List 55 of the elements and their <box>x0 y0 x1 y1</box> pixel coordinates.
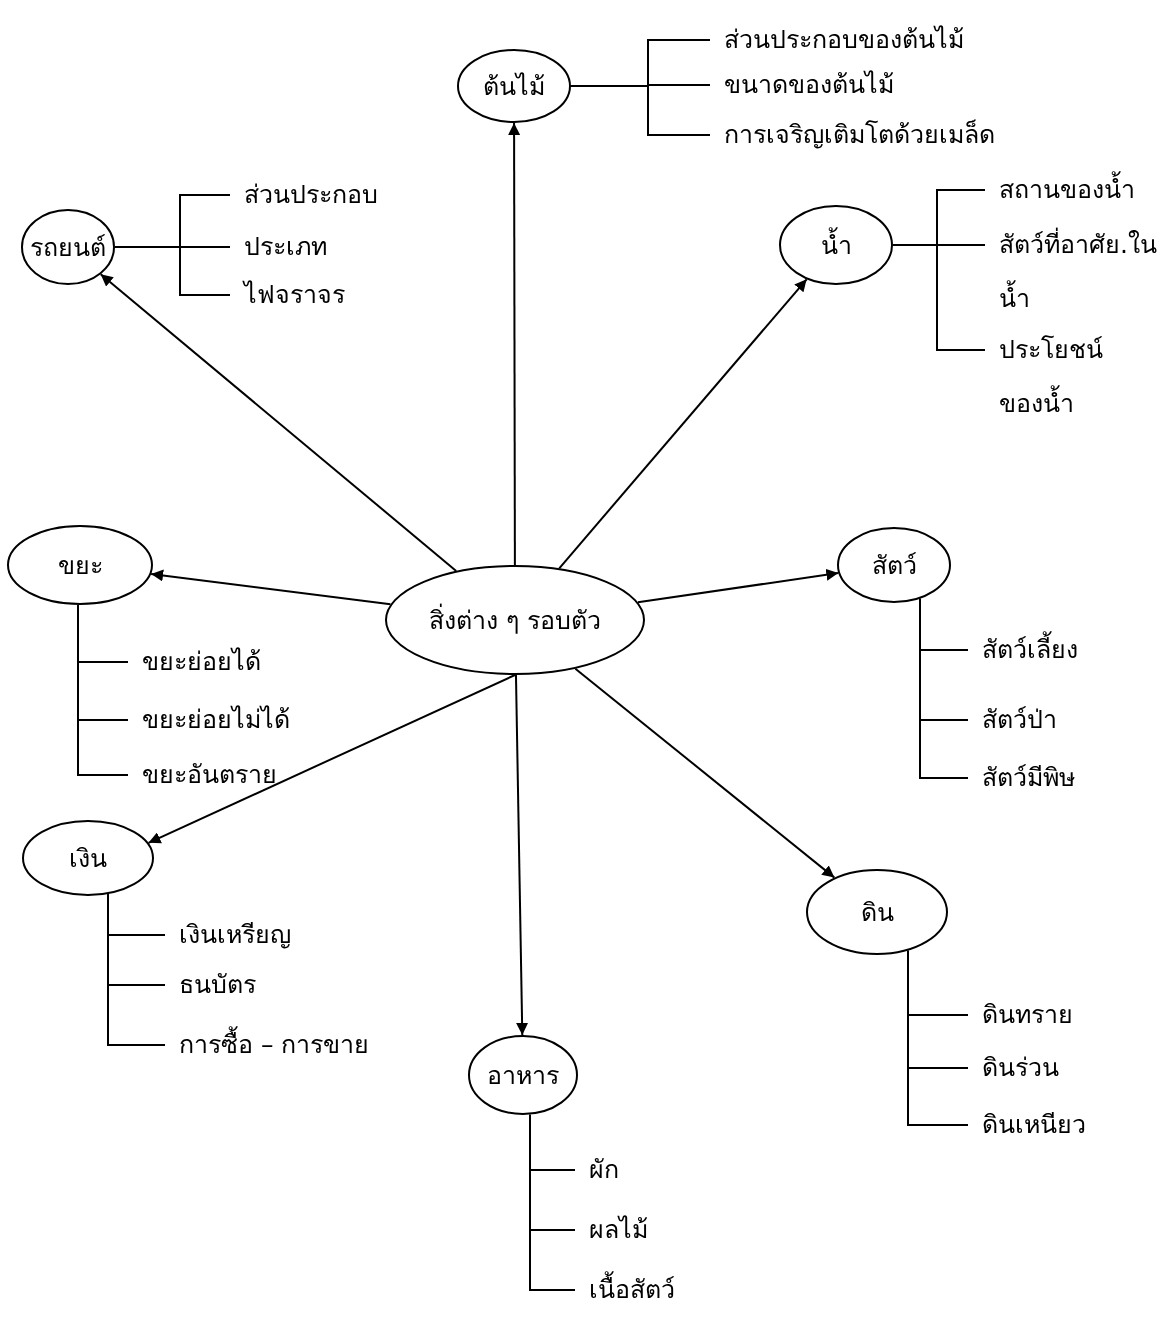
subtopic-label: การซื้อ – การขาย <box>165 1025 370 1065</box>
subtopic-label: ผัก <box>575 1150 619 1190</box>
subtopic-label: สถานของน้ำ <box>985 170 1135 210</box>
subtopic-label: สัตว์เลี้ยง <box>968 630 1078 670</box>
topic-ellipse <box>21 209 115 285</box>
subtopic-label: ไฟจราจร <box>230 275 345 315</box>
subtopic-label: การเจริญเติมโตด้วยเมล็ด <box>710 115 995 155</box>
topic-ellipse <box>468 1035 578 1115</box>
topic-label: ขยะ <box>57 550 103 582</box>
topic-ellipse <box>22 820 154 896</box>
topic-label: ต้นไม้ <box>483 71 545 103</box>
arrow <box>574 667 836 879</box>
topic-ellipse <box>806 869 948 955</box>
arrow <box>150 569 392 606</box>
subtopic-label: ประโยชน์ของน้ำ <box>985 323 1139 431</box>
tree-line <box>107 893 166 1046</box>
topic-label: อาหาร <box>487 1060 559 1092</box>
arrow <box>636 568 840 604</box>
arrow <box>99 273 458 572</box>
subtopic-label: ขยะย่อยได้ <box>128 642 261 682</box>
arrow <box>514 674 529 1036</box>
tree-line <box>114 246 231 296</box>
subtopic-label: สัตว์มีพิษ <box>968 758 1075 798</box>
subtopic-label: เนื้อสัตว์ <box>575 1270 675 1310</box>
tree-line <box>77 604 129 776</box>
subtopic-label: ดินร่วน <box>968 1048 1059 1088</box>
arrow <box>508 122 521 566</box>
topic-ellipse <box>779 205 893 285</box>
topic-label: เงิน <box>69 843 107 875</box>
arrow <box>147 674 516 844</box>
topic-ellipse <box>7 525 153 605</box>
topic-ellipse <box>457 49 571 123</box>
topic-ellipse <box>837 527 951 603</box>
subtopic-label: ขนาดของต้นไม้ <box>710 65 894 105</box>
topic-label: สัตว์ <box>871 550 917 582</box>
central-topic-ellipse <box>385 565 645 675</box>
arrow <box>558 278 808 570</box>
topic-label: ดิน <box>860 897 894 929</box>
subtopic-label: สัตว์ที่อาศัย.ในน้ำ <box>985 218 1157 326</box>
subtopic-label: ส่วนประกอบ <box>230 175 378 215</box>
subtopic-label: ประเภท <box>230 227 327 267</box>
subtopic-label: ดินเหนียว <box>968 1105 1086 1145</box>
subtopic-label: ส่วนประกอบของต้นไม้ <box>710 20 964 60</box>
subtopic-label: เงินเหรียญ <box>165 915 291 955</box>
tree-line <box>570 85 711 136</box>
subtopic-label: ขยะอันตราย <box>128 755 277 795</box>
subtopic-label: ผลไม้ <box>575 1210 648 1250</box>
topic-label: น้ำ <box>820 225 852 265</box>
topic-label: สิ่งต่าง ๆ รอบตัว <box>429 600 601 640</box>
subtopic-label: สัตว์ป่า <box>968 700 1057 740</box>
topic-label: รถยนต์ <box>30 232 106 264</box>
subtopic-label: ธนบัตร <box>165 965 256 1005</box>
subtopic-label: ดินทราย <box>968 995 1073 1035</box>
tree-line <box>529 1113 576 1291</box>
subtopic-label: ขยะย่อยไม่ได้ <box>128 700 290 740</box>
